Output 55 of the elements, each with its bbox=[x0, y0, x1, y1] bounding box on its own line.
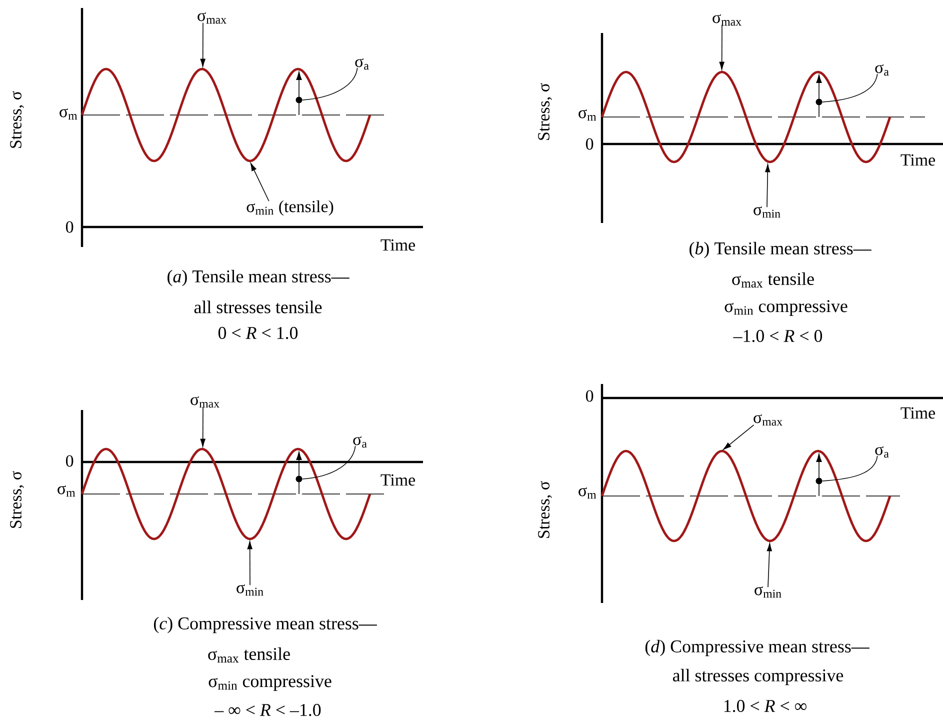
wave-curve bbox=[80, 448, 372, 540]
leader-arrow bbox=[200, 406, 206, 447]
amplitude-label: σ$_{a}$ bbox=[353, 436, 367, 448]
caption: σ$_{max}$ tensile bbox=[208, 647, 290, 663]
trough-label: σ$_{min}$ bbox=[754, 206, 780, 218]
leader-arrow bbox=[247, 541, 252, 586]
trough-label: σ$_{min}$ bbox=[754, 586, 782, 598]
tick-label: 0 bbox=[586, 390, 594, 402]
leader-arrow bbox=[719, 24, 724, 70]
axis-title: Stress, σ bbox=[10, 91, 24, 148]
caption: (d) Compressive mean stress— bbox=[645, 640, 870, 656]
leader-arrow bbox=[200, 22, 206, 67]
amplitude-label: σ$_{a}$ bbox=[875, 64, 889, 76]
caption: (c) Compressive mean stress— bbox=[154, 616, 377, 634]
caption: σ$_{min}$ compressive bbox=[208, 675, 332, 691]
amplitude-label: σ$_{a}$ bbox=[875, 446, 889, 458]
leader-line bbox=[302, 445, 356, 480]
caption: – ∞ < R < –1.0 bbox=[214, 704, 321, 716]
caption: (b) Tensile mean stress— bbox=[690, 242, 872, 258]
caption: all stresses tensile bbox=[194, 300, 322, 314]
peak-label: σ$_{max}$ bbox=[198, 12, 226, 24]
trough-label: σ$_{min}$ bbox=[236, 584, 264, 596]
tick-label: σ$_{m}$ bbox=[578, 109, 596, 121]
tick-label: 0 bbox=[66, 221, 74, 233]
leader-arrow bbox=[723, 424, 754, 450]
caption: 1.0 < R < ∞ bbox=[724, 700, 806, 712]
leader-line bbox=[302, 67, 358, 100]
trough-label: σ$_{min}$ (tensile) bbox=[246, 200, 334, 216]
axis-title: Stress, σ bbox=[538, 481, 552, 538]
caption: –1.0 < R < 0 bbox=[733, 330, 822, 342]
peak-label: σ$_{max}$ bbox=[754, 414, 782, 426]
caption: 0 < R < 1.0 bbox=[218, 326, 298, 340]
tick-label: σ$_{m}$ bbox=[578, 487, 596, 499]
tick-label: σ$_{m}$ bbox=[60, 108, 78, 120]
tick-label: 0 bbox=[66, 455, 74, 467]
caption: all stresses compressive bbox=[672, 668, 844, 686]
axis-title: Time bbox=[380, 474, 415, 486]
axis-title: Time bbox=[900, 154, 935, 166]
tick-label: 0 bbox=[586, 138, 594, 150]
leader-arrow bbox=[250, 162, 270, 202]
axis-title: Stress, σ bbox=[10, 471, 24, 528]
peak-label: σ$_{max}$ bbox=[190, 396, 220, 408]
amplitude-label: σ$_{a}$ bbox=[355, 58, 369, 70]
leader-arrow bbox=[766, 543, 772, 588]
axis-title: Time bbox=[380, 239, 415, 251]
caption: σ$_{max}$ tensile bbox=[732, 272, 814, 288]
tick-label: σ$_{m}$ bbox=[58, 485, 76, 497]
axis-title: Stress, σ bbox=[538, 83, 552, 140]
caption: (a) Tensile mean stress— bbox=[168, 270, 350, 286]
leader-line bbox=[822, 455, 878, 482]
caption: σ$_{min}$ compressive bbox=[724, 300, 848, 316]
peak-label: σ$_{max}$ bbox=[712, 14, 742, 26]
leader-line bbox=[822, 73, 878, 102]
axis-title: Time bbox=[900, 407, 935, 419]
leader-arrow bbox=[765, 164, 770, 208]
